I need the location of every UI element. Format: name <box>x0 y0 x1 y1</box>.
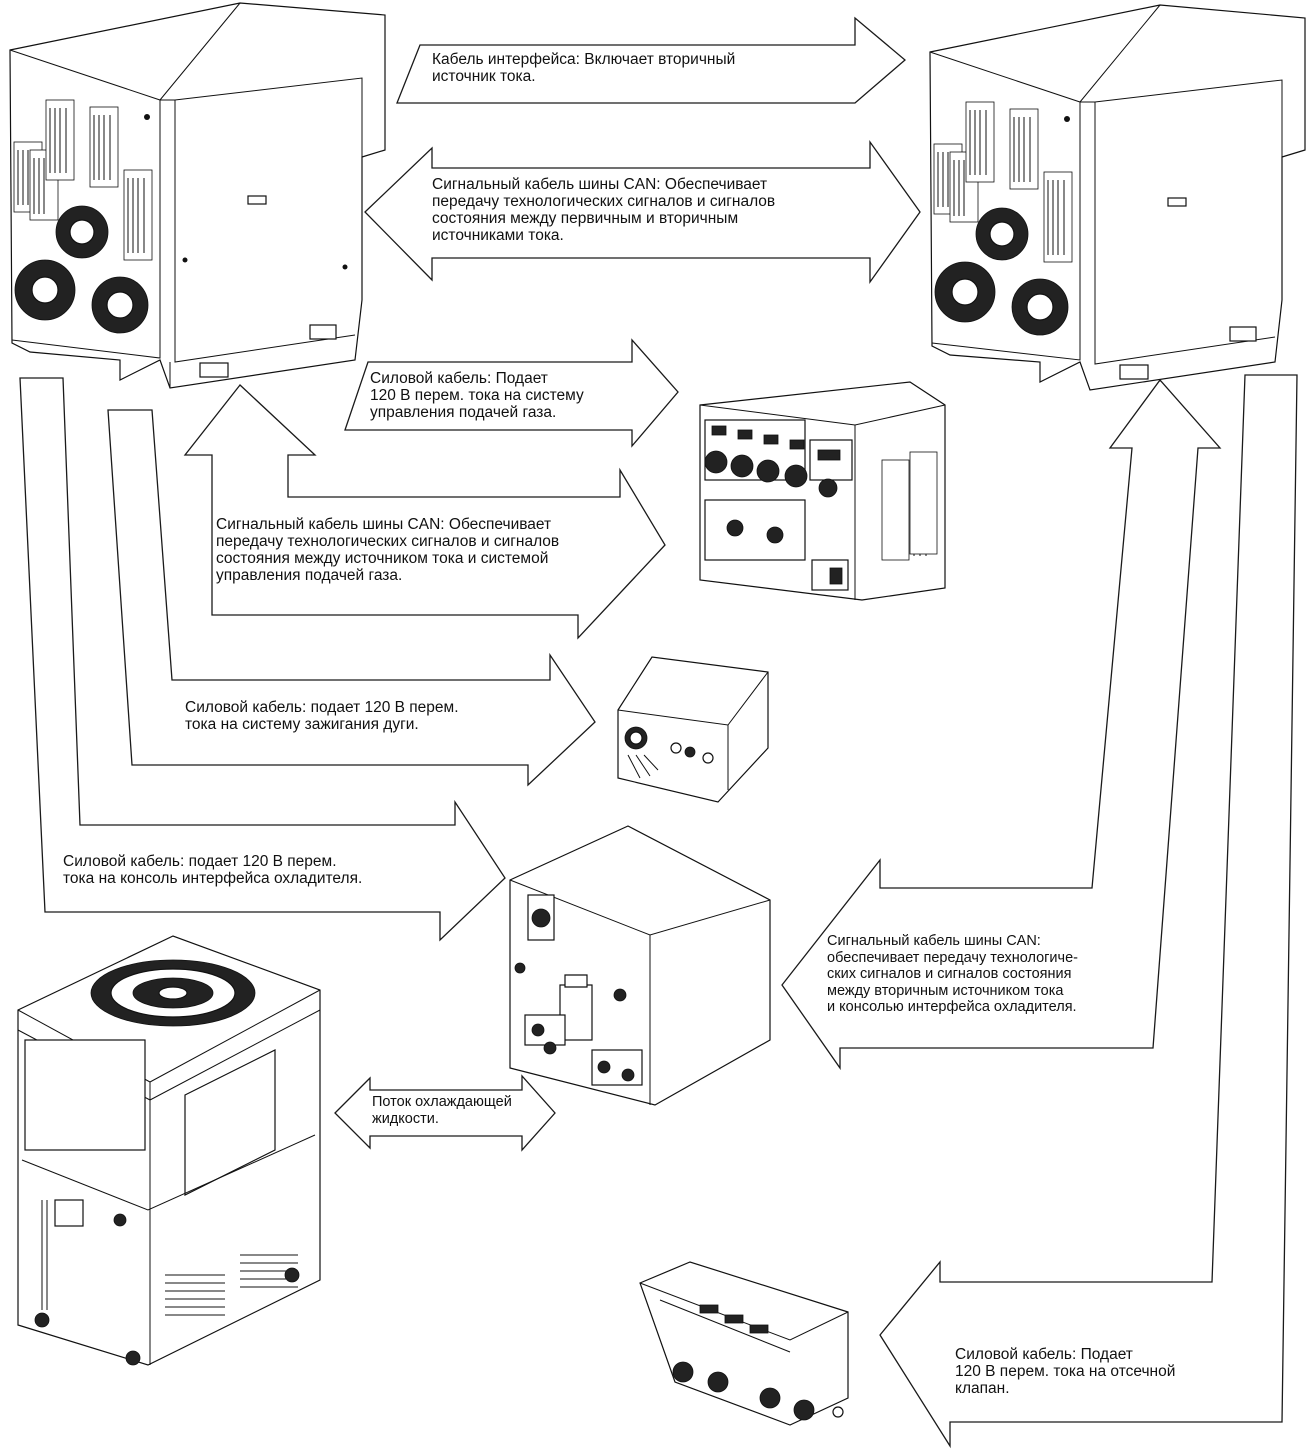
label-can-secondary-chiller: Сигнальный кабель шины CAN: обеспечивает… <box>827 933 1078 1016</box>
label-power-chiller-console: Силовой кабель: подает 120 В перем. тока… <box>63 853 362 887</box>
arc-ignition-console <box>618 657 768 802</box>
label-interface-cable: Кабель интерфейса: Включает вторичный ис… <box>432 51 735 85</box>
label-power-shutoff-valve: Силовой кабель: Подает 120 В перем. тока… <box>955 1346 1175 1397</box>
chiller <box>18 936 320 1365</box>
label-coolant-flow: Поток охлаждающей жидкости. <box>372 1094 512 1128</box>
secondary-power-supply <box>930 5 1305 390</box>
label-can-source-gas: Сигнальный кабель шины CAN: Обеспечивает… <box>216 516 559 584</box>
label-can-primary-secondary: Сигнальный кабель шины CAN: Обеспечивает… <box>432 176 775 244</box>
shutoff-valve <box>640 1262 848 1425</box>
primary-power-supply <box>10 3 385 388</box>
chiller-interface-console <box>510 826 770 1105</box>
gas-control-console <box>700 382 945 600</box>
label-power-gas-control: Силовой кабель: Подает 120 В перем. тока… <box>370 370 584 421</box>
label-power-ignition: Силовой кабель: подает 120 В перем. тока… <box>185 699 459 733</box>
